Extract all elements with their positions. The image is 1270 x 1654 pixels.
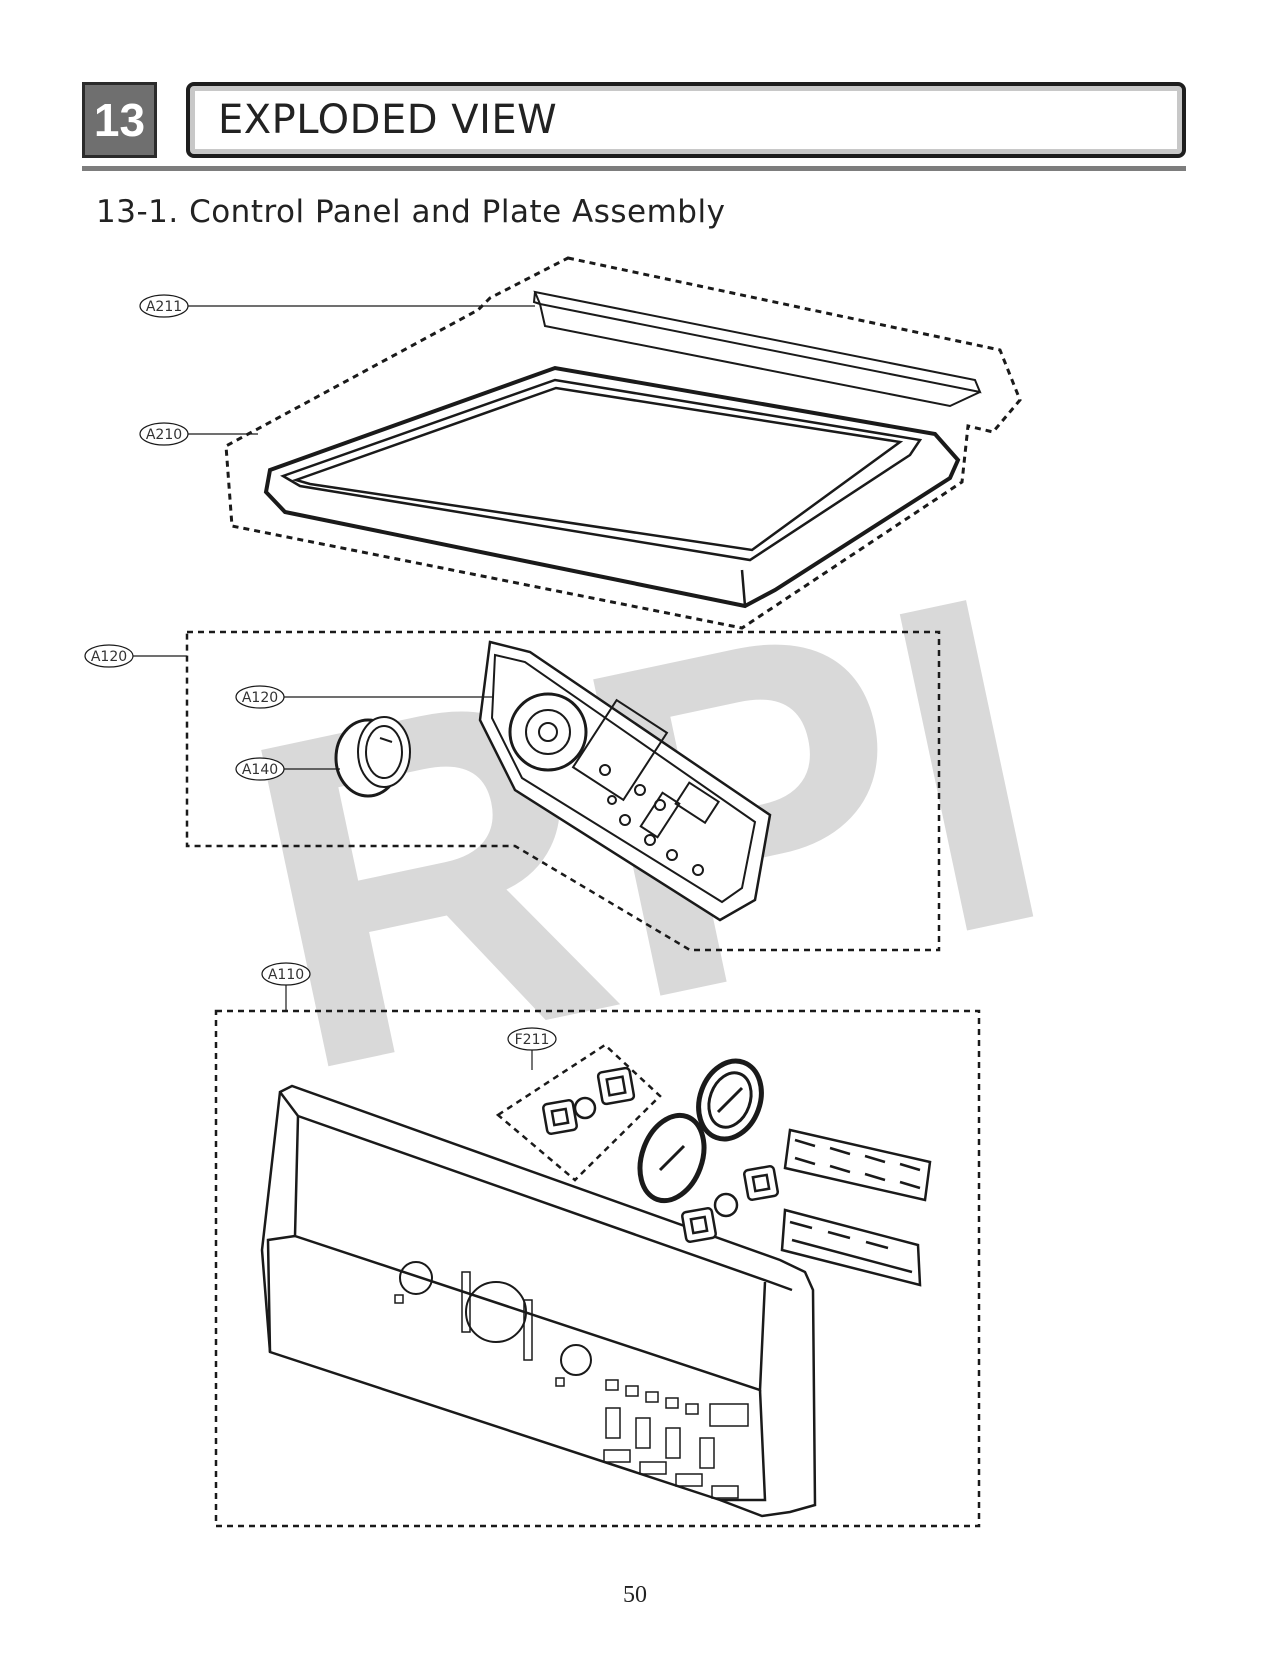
bracket-subgroup-boundary bbox=[495, 1043, 662, 1182]
front-panel-group bbox=[214, 1009, 981, 1528]
plate-assembly-boundary bbox=[224, 256, 1022, 630]
callout-a120-group: A120 bbox=[91, 649, 127, 665]
section-number: 13 bbox=[93, 94, 146, 146]
control-board-boundary bbox=[185, 630, 941, 952]
small-brackets bbox=[681, 1165, 779, 1243]
callout-a210: A210 bbox=[146, 427, 182, 443]
callout-a140: A140 bbox=[242, 762, 278, 778]
callout-labels: A211 A210 A120 A120 A140 A110 F211 bbox=[91, 299, 550, 1048]
section-title: EXPLODED VIEW bbox=[218, 97, 558, 143]
mounting-rail bbox=[532, 290, 982, 408]
callout-a120: A120 bbox=[242, 690, 278, 706]
dial-rings bbox=[637, 1058, 764, 1204]
page-subtitle: 13-1. Control Panel and Plate Assembly bbox=[96, 194, 726, 230]
callout-f211: F211 bbox=[515, 1032, 550, 1048]
front-panel bbox=[260, 1084, 817, 1518]
knob bbox=[334, 716, 411, 798]
header-rule bbox=[82, 166, 1186, 171]
plate-assembly-group bbox=[224, 256, 1022, 630]
top-plate bbox=[263, 365, 961, 609]
control-board bbox=[478, 640, 772, 922]
bracket-parts bbox=[542, 1066, 636, 1135]
callouts bbox=[84, 294, 557, 1070]
callout-a211: A211 bbox=[146, 299, 182, 315]
button-strips bbox=[780, 1128, 932, 1287]
page-number: 50 bbox=[623, 1582, 647, 1608]
section-title-box: EXPLODED VIEW bbox=[186, 82, 1186, 158]
callout-a110: A110 bbox=[268, 967, 304, 983]
section-number-badge: 13 bbox=[82, 82, 157, 158]
control-board-group bbox=[185, 630, 941, 952]
